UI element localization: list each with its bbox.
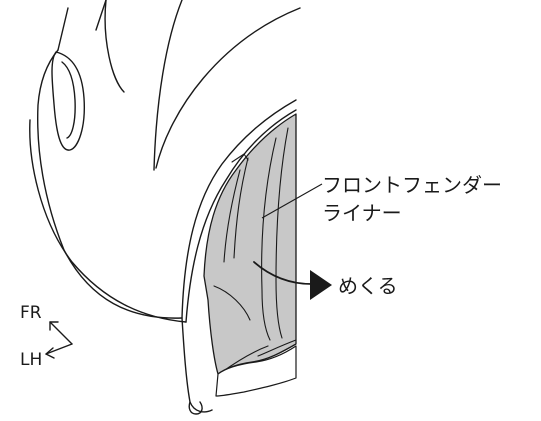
hood-edge-line xyxy=(57,7,69,51)
bumper-upper-contour xyxy=(104,0,125,93)
part-label-line2: ライナー xyxy=(322,201,402,225)
flip-arrow-head xyxy=(310,270,332,300)
arch-skirt-tip xyxy=(188,401,203,415)
fender-liner xyxy=(203,113,297,397)
direction-arrow-fr xyxy=(49,321,73,345)
liner-rib xyxy=(257,339,297,357)
lamp-recess-outer xyxy=(51,51,86,151)
lamp-recess-inner xyxy=(61,61,76,139)
liner-rib xyxy=(213,285,251,321)
flip-arrow-shaft xyxy=(253,261,313,285)
direction-indicator xyxy=(45,321,73,359)
bumper-outer-contour xyxy=(37,49,183,319)
flip-arrow xyxy=(253,261,332,300)
liner-rib xyxy=(231,153,249,163)
direction-arrow-lh xyxy=(45,343,73,355)
liner-rib xyxy=(233,157,249,259)
fender-panel-edge xyxy=(153,0,183,171)
direction-arrow-fr-head xyxy=(49,321,59,331)
leader-line xyxy=(261,183,323,219)
liner-rib xyxy=(223,169,241,263)
direction-label-fr: FR xyxy=(20,303,42,323)
liner-rib xyxy=(261,137,277,341)
bumper-lower-contour xyxy=(29,119,187,323)
hood-edge-line-2 xyxy=(95,0,107,31)
action-label: めくる xyxy=(338,274,398,298)
wheel-arch-inner-rim xyxy=(185,109,297,323)
part-label-line1: フロントフェンダー xyxy=(322,173,502,197)
liner-rib xyxy=(275,127,289,339)
wheel-arch-outer xyxy=(181,99,297,319)
fender-character-line xyxy=(155,7,301,169)
direction-arrow-lh-head xyxy=(45,347,55,359)
direction-label-lh: LH xyxy=(20,350,42,370)
liner-lower-lip xyxy=(215,345,297,397)
fender-liner-surface xyxy=(203,113,297,375)
arch-skirt xyxy=(181,317,213,413)
car-body-outline xyxy=(29,0,301,415)
